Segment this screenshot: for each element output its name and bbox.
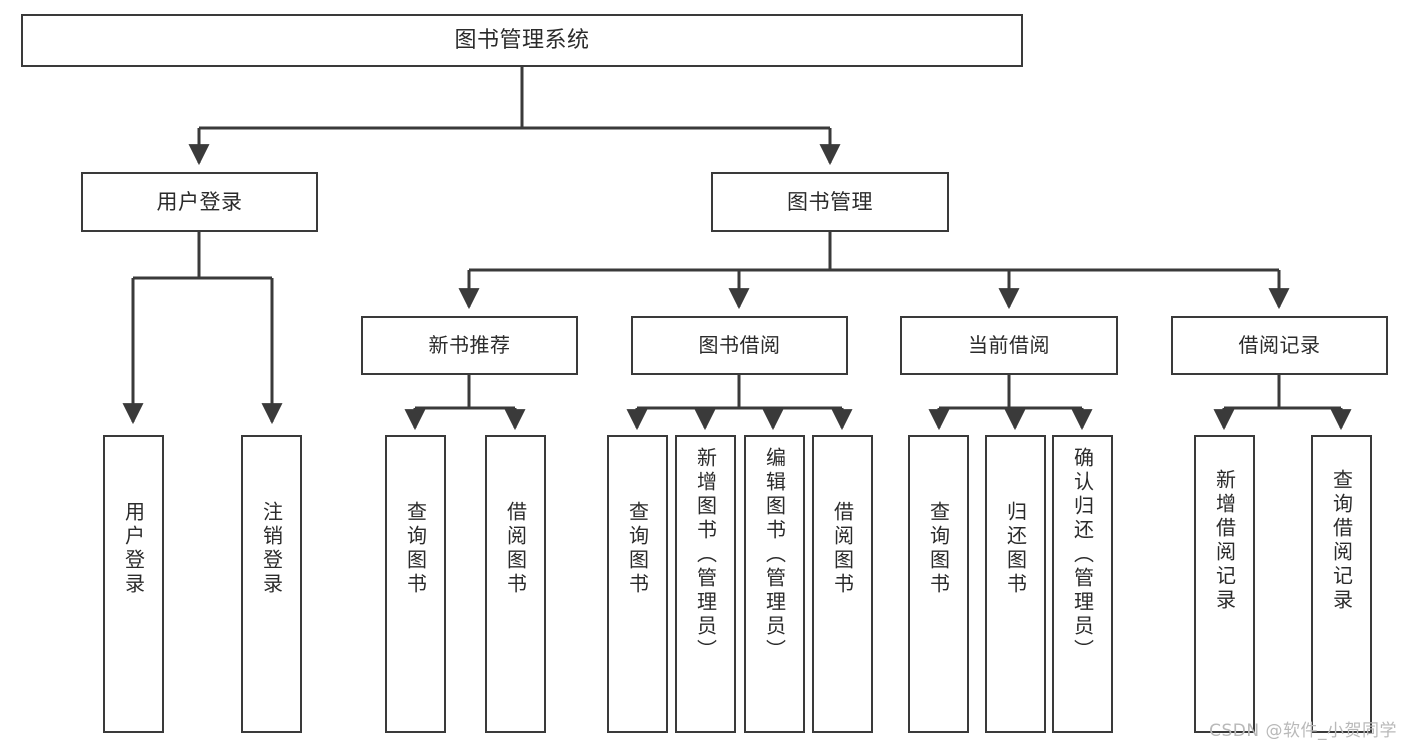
leaf-user-login-logout[interactable]: 注销登录 bbox=[241, 435, 302, 733]
node-book-borrow[interactable]: 图书借阅 bbox=[631, 316, 848, 375]
node-book-management[interactable]: 图书管理 bbox=[711, 172, 949, 232]
node-label: 图书借阅 bbox=[698, 333, 781, 357]
node-borrow-record[interactable]: 借阅记录 bbox=[1171, 316, 1388, 375]
leaf-new-book-borrow[interactable]: 借阅图书 bbox=[485, 435, 546, 733]
node-current-borrow[interactable]: 当前借阅 bbox=[900, 316, 1118, 375]
node-root-system[interactable]: 图书管理系统 bbox=[21, 14, 1023, 67]
leaf-label: 查询图书 bbox=[625, 501, 650, 597]
watermark: CSDN @软件_小贺同学 bbox=[1209, 721, 1397, 741]
leaf-label: 新增图书（管理员） bbox=[693, 447, 718, 663]
leaf-label: 查询图书 bbox=[926, 501, 951, 597]
leaf-borrow-record-add[interactable]: 新增借阅记录 bbox=[1194, 435, 1255, 733]
node-label: 当前借阅 bbox=[968, 333, 1050, 357]
leaf-label: 借阅图书 bbox=[503, 501, 528, 597]
leaf-label: 归还图书 bbox=[1003, 501, 1028, 597]
leaf-current-borrow-confirm[interactable]: 确认归还（管理员） bbox=[1052, 435, 1113, 733]
leaf-book-borrow-borrow[interactable]: 借阅图书 bbox=[812, 435, 873, 733]
node-label: 图书管理系统 bbox=[454, 27, 590, 53]
node-label: 用户登录 bbox=[156, 189, 243, 214]
leaf-label: 查询图书 bbox=[403, 501, 428, 597]
node-label: 借阅记录 bbox=[1238, 333, 1321, 357]
leaf-user-login-login[interactable]: 用户登录 bbox=[103, 435, 164, 733]
leaf-label: 注销登录 bbox=[259, 501, 284, 597]
leaf-new-book-query[interactable]: 查询图书 bbox=[385, 435, 446, 733]
leaf-label: 用户登录 bbox=[121, 501, 146, 597]
leaf-current-borrow-return[interactable]: 归还图书 bbox=[985, 435, 1046, 733]
node-user-login[interactable]: 用户登录 bbox=[81, 172, 318, 232]
leaf-book-borrow-add[interactable]: 新增图书（管理员） bbox=[675, 435, 736, 733]
leaf-book-borrow-query[interactable]: 查询图书 bbox=[607, 435, 668, 733]
leaf-label: 编辑图书（管理员） bbox=[762, 447, 787, 663]
node-new-book-recommend[interactable]: 新书推荐 bbox=[361, 316, 578, 375]
leaf-label: 新增借阅记录 bbox=[1212, 469, 1237, 613]
leaf-label: 查询借阅记录 bbox=[1329, 469, 1354, 613]
leaf-label: 借阅图书 bbox=[830, 501, 855, 597]
node-label: 图书管理 bbox=[787, 189, 873, 214]
leaf-label: 确认归还（管理员） bbox=[1070, 447, 1095, 663]
node-label: 新书推荐 bbox=[428, 333, 511, 357]
leaf-book-borrow-edit[interactable]: 编辑图书（管理员） bbox=[744, 435, 805, 733]
leaf-borrow-record-query[interactable]: 查询借阅记录 bbox=[1311, 435, 1372, 733]
leaf-current-borrow-query[interactable]: 查询图书 bbox=[908, 435, 969, 733]
